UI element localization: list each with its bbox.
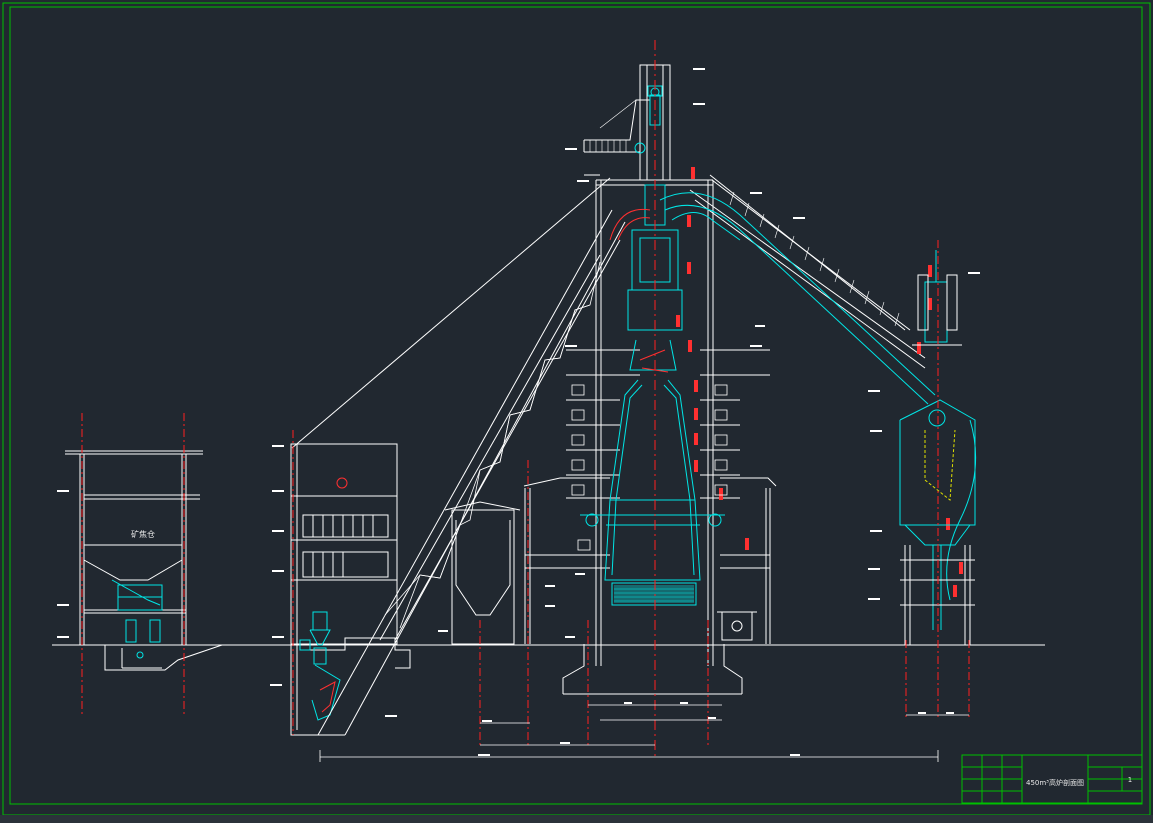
title-block: [961, 754, 1143, 804]
personnel-markers: [676, 167, 963, 597]
transfer-highlight: [319, 477, 348, 713]
bunker-label: 矿焦仓: [131, 529, 155, 539]
skip-bridge-bracing: [384, 261, 601, 629]
bunker-centerlines: [81, 413, 185, 715]
right-centerlines: [292, 240, 970, 745]
dimension-lines: [319, 704, 969, 762]
ore-coke-bunker: [65, 450, 223, 671]
furnace-tower-frame: [566, 64, 770, 666]
silo: [444, 501, 521, 645]
sheet-number: 1: [1128, 776, 1132, 784]
bunker-equipment: [111, 579, 163, 659]
status-strip: [0, 815, 1153, 823]
furnace-hearth: [611, 582, 697, 606]
dust-catcher-highlight: [924, 429, 956, 501]
furnace-body: [580, 87, 725, 581]
level-markers-left: [571, 384, 728, 551]
transfer-equipment: [299, 611, 341, 721]
mud-gun-machine: [717, 611, 757, 641]
top-equipment: [634, 85, 663, 154]
hearth-pattern: [614, 588, 694, 602]
downcomer-railing: [729, 191, 900, 327]
title-block-title: 450m³高炉剖面图: [1026, 778, 1084, 787]
inclined-skip-bridge: [291, 177, 626, 736]
transfer-station: [290, 443, 411, 736]
gas-downcomer-pipe: [659, 192, 936, 405]
tower-railing-hatch: [589, 99, 637, 152]
dimension-values: [478, 702, 954, 756]
dust-catcher: [899, 250, 977, 630]
elevation-tags: [57, 68, 980, 717]
